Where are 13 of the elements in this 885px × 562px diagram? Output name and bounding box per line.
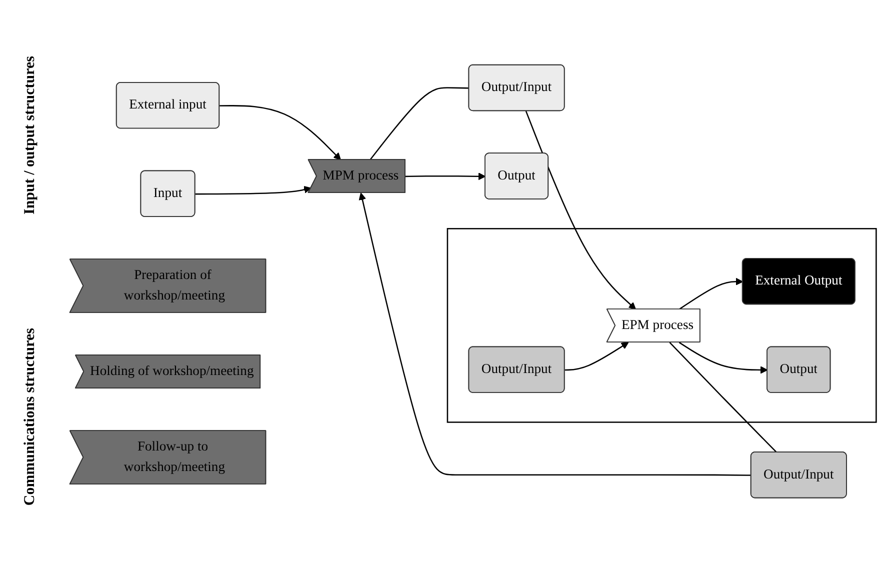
arrow [564, 342, 628, 370]
arrow [219, 104, 341, 160]
connector [369, 86, 469, 160]
arrow [524, 110, 636, 310]
arrow [678, 278, 743, 310]
arrow [678, 342, 768, 374]
connector [668, 342, 777, 453]
arrow [194, 186, 311, 194]
cluster [446, 228, 876, 423]
section-label: Input / output structures [22, 56, 38, 215]
section-label: Communications structures [22, 328, 38, 506]
arrow [358, 192, 751, 476]
arrow [404, 172, 486, 180]
